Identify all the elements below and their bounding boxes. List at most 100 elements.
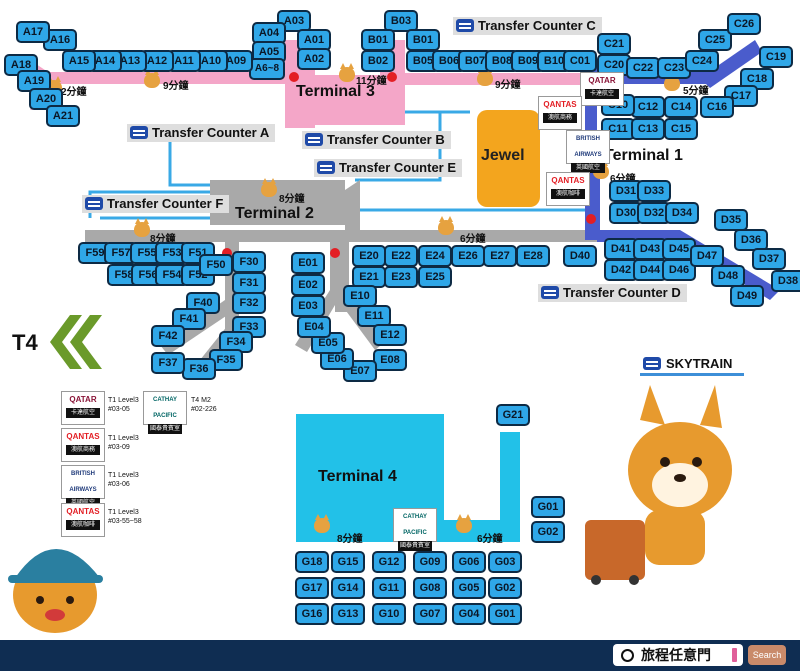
gate[interactable]: F36	[182, 358, 216, 380]
gate[interactable]: E08	[373, 349, 407, 371]
gate[interactable]: E01	[291, 252, 325, 274]
gate[interactable]: C21	[597, 33, 631, 55]
gate[interactable]: D47	[690, 245, 724, 267]
gate[interactable]: A14	[88, 50, 122, 72]
gate[interactable]: G15	[331, 551, 365, 573]
gate[interactable]: G08	[413, 577, 447, 599]
gate[interactable]: F50	[199, 254, 233, 276]
gate[interactable]: D40	[563, 245, 597, 267]
brand-search-box[interactable]: 旅程任意門	[613, 644, 743, 666]
gate[interactable]: C15	[664, 118, 698, 140]
gate[interactable]: C25	[698, 29, 732, 51]
gate[interactable]: A12	[140, 50, 174, 72]
gate[interactable]: F42	[151, 325, 185, 347]
gate[interactable]: E10	[343, 285, 377, 307]
gate[interactable]: B08	[485, 50, 519, 72]
gate[interactable]: F32	[232, 292, 266, 314]
gate[interactable]: D44	[633, 259, 667, 281]
gate[interactable]: G13	[331, 603, 365, 625]
gate[interactable]: G17	[295, 577, 329, 599]
gate[interactable]: G18	[295, 551, 329, 573]
gate[interactable]: A02	[297, 48, 331, 70]
gate[interactable]: G11	[372, 577, 406, 599]
gate[interactable]: D48	[711, 265, 745, 287]
gate[interactable]: D46	[662, 259, 696, 281]
gate[interactable]: F30	[232, 251, 266, 273]
gate[interactable]: A15	[62, 50, 96, 72]
gate[interactable]: D37	[752, 248, 786, 270]
gate[interactable]: E04	[297, 316, 331, 338]
gate[interactable]: A21	[46, 105, 80, 127]
gate[interactable]: G14	[331, 577, 365, 599]
gate[interactable]: B02	[361, 50, 395, 72]
gate[interactable]: G07	[413, 603, 447, 625]
gate[interactable]: A01	[297, 29, 331, 51]
gate[interactable]: C19	[759, 46, 793, 68]
gate[interactable]: C14	[664, 96, 698, 118]
gate[interactable]: B03	[384, 10, 418, 32]
gate[interactable]: D38	[771, 270, 800, 292]
gate[interactable]: E02	[291, 274, 325, 296]
gate[interactable]: G02	[488, 577, 522, 599]
gate[interactable]: E12	[373, 324, 407, 346]
gate[interactable]: D30	[609, 202, 643, 224]
gate[interactable]: F37	[151, 352, 185, 374]
gate[interactable]: G09	[413, 551, 447, 573]
gate[interactable]: G10	[372, 603, 406, 625]
gate[interactable]: C26	[727, 13, 761, 35]
gate[interactable]: D42	[604, 259, 638, 281]
gate[interactable]: E03	[291, 295, 325, 317]
gate[interactable]: E23	[384, 266, 418, 288]
gate[interactable]: D31	[609, 180, 643, 202]
gate[interactable]: G05	[452, 577, 486, 599]
gate[interactable]: D33	[637, 180, 671, 202]
gate[interactable]: G12	[372, 551, 406, 573]
gate[interactable]: C13	[631, 118, 665, 140]
gate[interactable]: C12	[631, 96, 665, 118]
gate[interactable]: G04	[452, 603, 486, 625]
gate[interactable]: G21	[496, 404, 530, 426]
gate[interactable]: F41	[172, 308, 206, 330]
gate[interactable]: D49	[730, 285, 764, 307]
gate[interactable]: G03	[488, 551, 522, 573]
gate[interactable]: E24	[418, 245, 452, 267]
gate[interactable]: E20	[352, 245, 386, 267]
search-button[interactable]: Search	[748, 645, 786, 665]
gate[interactable]: G06	[452, 551, 486, 573]
gate[interactable]: D35	[714, 209, 748, 231]
gate[interactable]: E22	[384, 245, 418, 267]
gate[interactable]: F31	[232, 272, 266, 294]
gate[interactable]: A19	[17, 70, 51, 92]
gate[interactable]: C01	[563, 50, 597, 72]
gate[interactable]: G16	[295, 603, 329, 625]
gate[interactable]: D36	[734, 229, 768, 251]
gate[interactable]: B01	[361, 29, 395, 51]
gate[interactable]: G01	[531, 496, 565, 518]
gate[interactable]: F35	[209, 349, 243, 371]
gate[interactable]: E27	[483, 245, 517, 267]
gate[interactable]: A6~8	[249, 58, 285, 80]
gate[interactable]: E26	[451, 245, 485, 267]
gate[interactable]: B05	[406, 50, 440, 72]
gate[interactable]: B01	[406, 29, 440, 51]
gate[interactable]: E07	[343, 360, 377, 382]
gate[interactable]: B09	[511, 50, 545, 72]
gate[interactable]: C24	[685, 50, 719, 72]
gate[interactable]: A20	[29, 88, 63, 110]
gate[interactable]: G01	[488, 603, 522, 625]
gate[interactable]: D34	[665, 202, 699, 224]
gate[interactable]: E28	[516, 245, 550, 267]
gate[interactable]: G02	[531, 521, 565, 543]
gate[interactable]: F52	[181, 264, 215, 286]
gate[interactable]: E25	[418, 266, 452, 288]
gate[interactable]: A11	[167, 50, 201, 72]
gate[interactable]: F57	[104, 242, 138, 264]
gate[interactable]: C16	[700, 96, 734, 118]
gate[interactable]: A17	[16, 21, 50, 43]
gate[interactable]: C22	[626, 57, 660, 79]
